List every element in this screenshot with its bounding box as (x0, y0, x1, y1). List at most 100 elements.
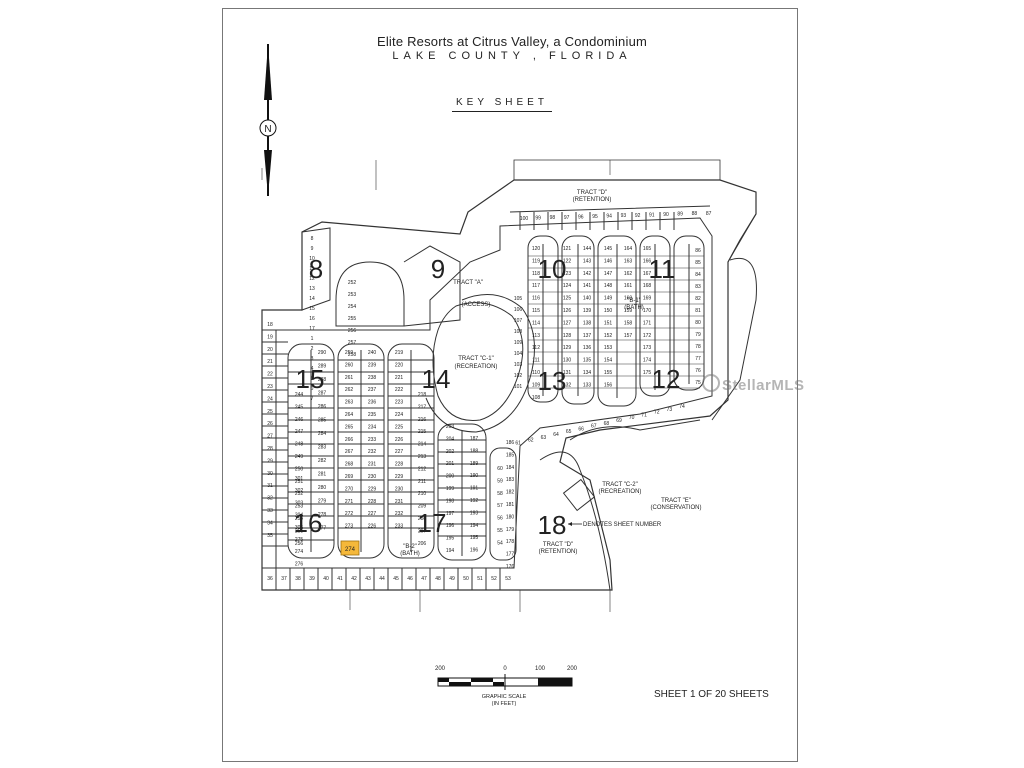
lot-number: 109 (532, 382, 541, 388)
lot-number: 287 (318, 391, 327, 397)
lot-number: 195 (446, 536, 455, 542)
lot-number: 84 (695, 272, 701, 278)
lot-number: 161 (624, 283, 633, 289)
lot-number: 51 (477, 576, 483, 582)
lot-number: 39 (309, 576, 315, 582)
lot-number: 249 (295, 454, 304, 460)
lot-number: 256 (348, 328, 357, 334)
lot-number: 63 (541, 435, 547, 441)
lot-number: 285 (318, 418, 327, 424)
lot-number: 267 (345, 449, 354, 455)
lot-number: 34 (267, 520, 273, 526)
lot-number: 189 (470, 461, 479, 467)
lot-number: 235 (368, 412, 377, 418)
lot-number: 55 (497, 528, 503, 534)
lot-number: 194 (446, 548, 455, 554)
lot-number: 128 (563, 333, 572, 339)
lot-number: 221 (395, 375, 404, 381)
lot-number: 131 (563, 370, 572, 376)
lot-number: 110 (532, 370, 540, 376)
lot-number: 125 (563, 296, 572, 302)
lot-number: 46 (407, 576, 413, 582)
lot-number: 122 (563, 258, 572, 264)
sheet-label-8: 8 (309, 254, 323, 284)
lot-number: 97 (564, 215, 570, 221)
lot-number: 82 (695, 296, 701, 302)
lot-number: 130 (563, 358, 572, 364)
b2-label: "B-2" (403, 544, 417, 550)
lot-number: 163 (624, 258, 633, 264)
lot-number: 67 (591, 424, 597, 430)
lot-number: 56 (497, 516, 503, 522)
highlighted-lot-label: 274 (345, 547, 356, 553)
lot-number: 247 (295, 429, 304, 435)
lot-number: 104 (514, 351, 523, 357)
lot-number: 281 (318, 472, 327, 478)
lot-number: 115 (532, 308, 540, 314)
lot-number: 279 (318, 499, 327, 505)
sheet-label-12: 12 (652, 364, 681, 394)
lot-number: 265 (345, 424, 354, 430)
lot-number: 146 (604, 258, 613, 264)
lot-number: 134 (583, 370, 592, 376)
access-label: (ACCESS) (462, 302, 491, 308)
lot-number: 99 (535, 216, 541, 222)
lot-number: 91 (649, 212, 655, 218)
lot-number: 138 (583, 320, 592, 326)
lot-number: 153 (604, 345, 613, 351)
lot-number: 64 (553, 432, 559, 438)
lot-number: 179 (506, 527, 515, 533)
lot-number: 109 (514, 340, 523, 346)
lot-number: 178 (506, 539, 515, 545)
lot-number: 305 (295, 525, 304, 531)
lot-number: 176 (506, 564, 515, 570)
lot-number: 23 (267, 384, 273, 390)
lot-number: 185 (506, 452, 515, 458)
lot-number: 274 (295, 549, 304, 555)
lot-number: 47 (421, 576, 427, 582)
lot-number: 181 (506, 502, 515, 508)
lot-number: 232 (368, 449, 377, 455)
lot-number: 32 (267, 496, 273, 502)
lot-number: 36 (267, 576, 273, 582)
lot-number: 272 (345, 511, 354, 517)
lot-number: 126 (563, 308, 572, 314)
lot-number: 93 (621, 213, 627, 219)
lot-number: 273 (345, 524, 354, 530)
sheet-label-14: 14 (422, 364, 451, 394)
lot-number: 283 (318, 445, 327, 451)
lot-number: 90 (663, 212, 669, 218)
lot-number: 286 (318, 404, 327, 410)
tract-labels: TRACT "D" (RETENTION) TRACT "A" (ACCESS)… (400, 190, 701, 557)
lot-number: 208 (418, 516, 427, 522)
parcel-boundary (261, 159, 757, 591)
lot-number: 206 (418, 541, 427, 547)
lot-number: 225 (395, 424, 404, 430)
lot-number: 79 (695, 332, 701, 338)
lot-number: 33 (267, 508, 273, 514)
lot-number: 229 (368, 486, 377, 492)
lot-number: 159 (624, 308, 633, 314)
lot-number: 49 (449, 576, 455, 582)
lot-number: 148 (604, 283, 613, 289)
lot-number: 275 (295, 537, 304, 543)
tract-c2-sub: (RECREATION) (599, 489, 642, 495)
lot-number: 255 (348, 316, 357, 322)
stellar-logo-icon (702, 374, 720, 392)
lot-number: 169 (643, 296, 652, 302)
lot-number: 68 (604, 421, 610, 427)
lot-number: 21 (267, 359, 273, 365)
lot-number: 54 (497, 540, 503, 546)
highlighted-lot[interactable] (340, 540, 360, 556)
lot-number: 52 (491, 576, 497, 582)
lot-number: 260 (345, 362, 354, 368)
lot-number: 17 (309, 326, 315, 332)
lot-number: 14 (309, 296, 315, 302)
lot-number: 201 (446, 461, 455, 467)
tract-d-top-label: TRACT "D" (577, 190, 607, 196)
lot-number: 9 (311, 246, 314, 252)
lot-number: 107 (514, 318, 523, 324)
lot-number: 216 (418, 417, 427, 423)
lot-number: 29 (267, 458, 273, 464)
lot-number: 150 (604, 308, 613, 314)
